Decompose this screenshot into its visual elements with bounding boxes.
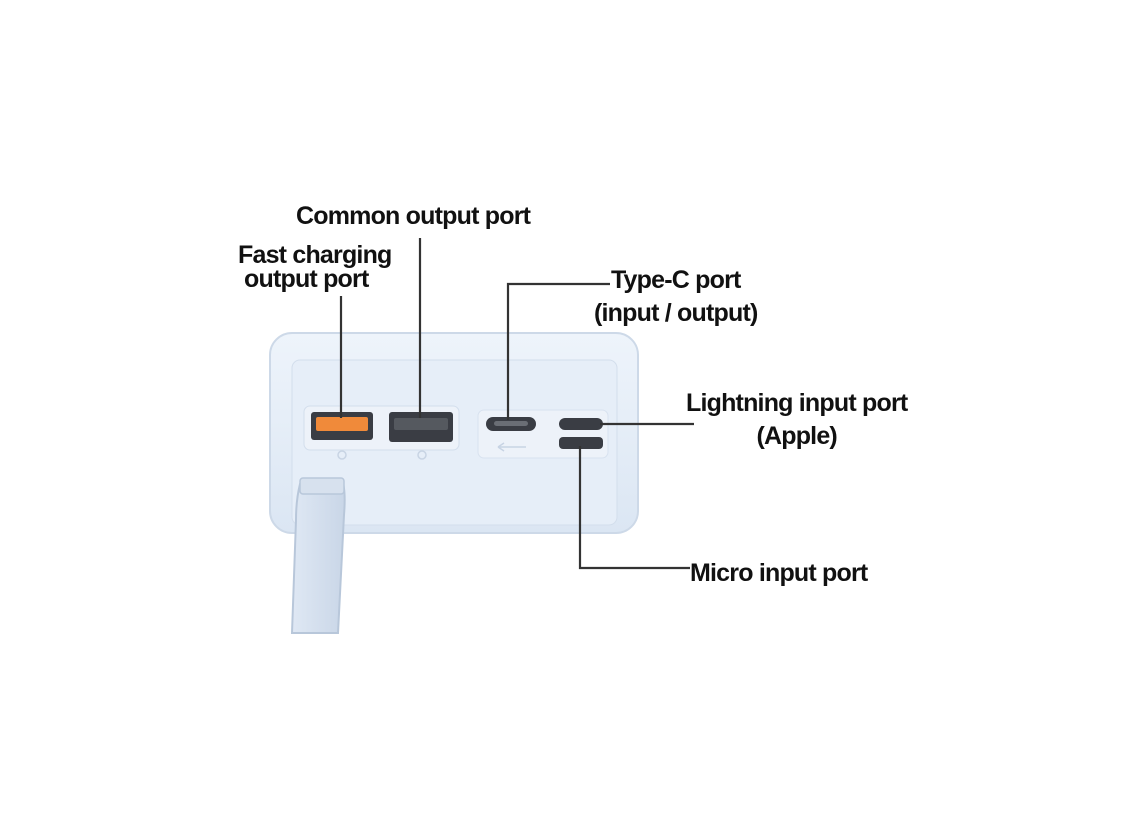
lightning-port bbox=[559, 418, 603, 430]
input-arrow-icon bbox=[497, 442, 526, 452]
lightning-label-line2: (Apple) bbox=[756, 422, 837, 450]
common-output-port-label: Common output port bbox=[296, 202, 531, 230]
type-c-leader bbox=[506, 282, 610, 420]
lightning-label-line1: Lightning input port bbox=[686, 389, 908, 417]
lightning-port-label: Lightning input port (Apple) bbox=[686, 387, 908, 453]
micro-port-label: Micro input port bbox=[690, 559, 868, 587]
leader-lines bbox=[339, 238, 694, 570]
micro-leader bbox=[578, 446, 690, 570]
fast-port-icon bbox=[337, 450, 347, 460]
lanyard-strap bbox=[290, 478, 346, 634]
common-output-port-tongue bbox=[394, 418, 448, 430]
lanyard-loop bbox=[299, 477, 345, 495]
fast-charging-label-line2: output port bbox=[244, 264, 369, 293]
type-c-label-line2: (input / output) bbox=[594, 299, 758, 327]
fast-charging-port-tongue bbox=[316, 417, 368, 431]
type-c-port-inner bbox=[494, 421, 528, 426]
type-c-port-label: Type-C port (input / output) bbox=[594, 264, 758, 330]
fast-charging-label-line1: Fast charging bbox=[238, 241, 392, 269]
micro-port bbox=[559, 437, 603, 449]
common-port-icon bbox=[417, 450, 427, 460]
fast-charging-port-label: Fast charging output port bbox=[238, 241, 392, 293]
type-c-label-line1: Type-C port bbox=[610, 266, 741, 294]
